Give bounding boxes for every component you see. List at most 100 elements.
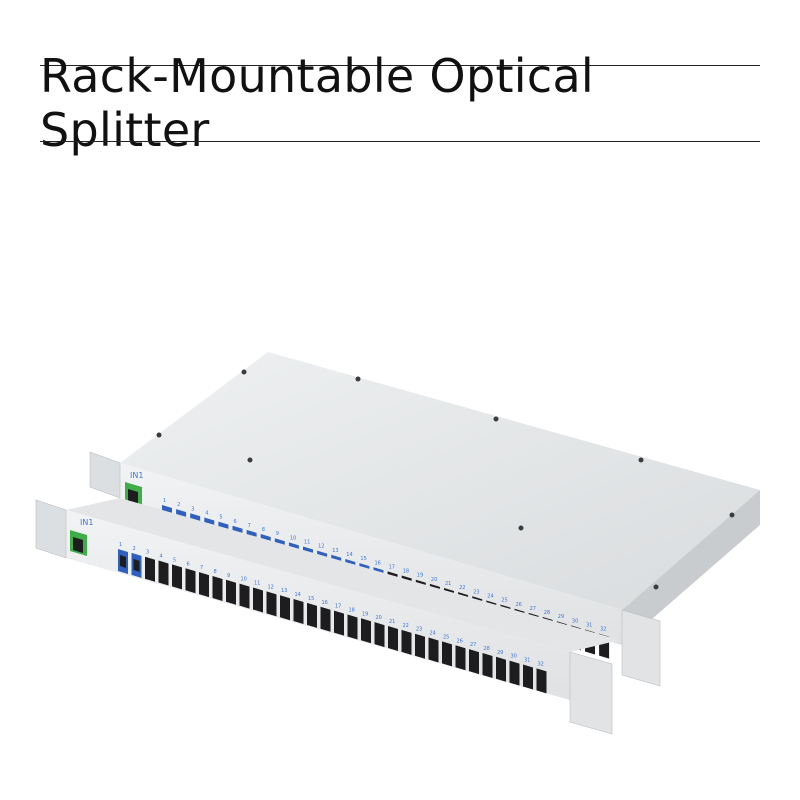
port-number: 10 [290,535,296,541]
output-port: 27 [469,642,479,675]
port-number: 17 [389,564,395,570]
port-number: 4 [160,554,163,560]
port-number: 9 [276,531,279,537]
output-port: 11 [253,581,263,613]
port-number: 5 [173,557,176,563]
input-label: IN1 [80,518,93,527]
output-port: 2 [131,546,142,578]
mount-bracket-left [89,451,121,499]
output-port: 9 [226,573,236,605]
port-number: 7 [248,523,251,529]
port-number: 26 [457,638,463,644]
port-number: 15 [360,556,366,562]
output-port: 19 [361,611,371,644]
port-number: 8 [214,569,217,575]
port-number: 18 [349,607,355,613]
port-number: 24 [430,631,436,637]
port-number: 12 [268,584,274,590]
splitter-product-image: IN1 123456789101112131415161718192021222… [35,352,760,735]
port-number: 31 [524,658,530,664]
port-number: 11 [254,581,260,587]
port-number: 1 [163,498,166,504]
port-number: 10 [241,577,247,583]
port-number: 7 [200,565,203,571]
output-port: 26 [455,638,466,671]
port-number: 30 [511,654,517,660]
output-ports-front: 1234567891011121314151617181920212223242… [118,542,547,694]
port-number: 23 [416,627,422,633]
port-number: 27 [470,642,476,648]
mount-bracket-left [35,499,67,559]
port-number: 22 [459,585,465,591]
title-top-rule [40,65,760,66]
title-bottom-rule [40,141,760,142]
port-number: 18 [403,569,409,575]
output-port: 16 [320,600,331,632]
output-port: 10 [239,577,250,609]
port-number: 28 [484,646,490,652]
output-port: 21 [388,619,398,651]
port-number: 25 [501,598,507,604]
port-number: 27 [530,606,536,612]
output-port: 6 [185,561,196,594]
page-title: Rack-Mountable Optical Splitter [40,49,595,157]
port-number: 6 [187,561,190,567]
output-port: 18 [347,607,358,640]
port-number: 16 [375,560,381,566]
output-port: 31 [523,658,533,690]
chassis-screws [156,369,735,590]
port-number: 20 [376,615,382,621]
chassis-front-face [120,463,622,645]
port-number: 2 [177,502,180,508]
output-port: 24 [428,631,439,663]
port-number: 26 [516,602,522,608]
port-number: 16 [322,600,328,606]
port-number: 21 [389,619,395,625]
port-number: 22 [403,623,409,629]
output-port: 28 [482,646,493,678]
output-port: 17 [334,604,344,636]
output-port: 13 [280,588,290,621]
splitter-unit-front: IN1 123456789101112131415161718192021222… [35,498,620,735]
output-port: 4 [158,554,169,586]
port-number: 9 [227,573,230,579]
output-port: 3 [145,550,155,582]
port-number: 11 [304,540,310,546]
port-number: 29 [558,614,564,620]
output-port: 8 [212,569,223,601]
output-port: 23 [415,627,425,659]
port-number: 15 [308,596,314,602]
output-port: 22 [401,623,412,655]
port-number: 12 [318,544,324,550]
port-number: 3 [146,550,149,556]
port-number: 1 [119,542,122,548]
port-number: 20 [431,577,437,583]
port-number: 24 [487,593,493,599]
mount-bracket-right [621,609,661,687]
port-number: 32 [538,661,544,667]
chassis-side [622,490,760,645]
port-number: 5 [219,515,222,521]
chassis-top [66,498,620,652]
port-number: 29 [497,650,503,656]
port-number: 25 [443,634,449,640]
output-port: 32 [536,661,547,694]
port-number: 8 [262,527,265,533]
port-number: 2 [133,546,136,552]
input-port-front: IN1 [70,518,93,556]
output-port: 29 [496,650,506,682]
port-number: 14 [295,592,301,598]
output-port: 25 [442,634,452,667]
port-number: 32 [600,627,606,633]
port-number: 13 [281,588,287,594]
mount-bracket-right [569,651,613,735]
port-number: 6 [234,519,237,525]
output-port: 15 [307,596,317,628]
port-number: 31 [586,623,592,629]
output-port: 14 [293,592,304,625]
input-label: IN1 [130,471,143,480]
output-port: 1 [118,542,128,574]
port-number: 21 [445,581,451,587]
port-number: 28 [544,610,550,616]
output-port: 30 [509,654,520,686]
